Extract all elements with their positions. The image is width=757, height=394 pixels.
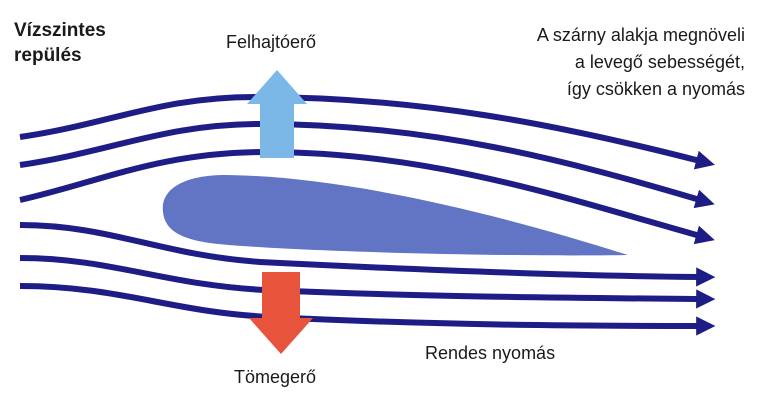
airfoil-shape [163, 175, 628, 255]
weight-label: Tömegerő [234, 367, 316, 388]
note-line-3: így csökken a nyomás [430, 76, 745, 103]
normal-pressure-label: Rendes nyomás [425, 343, 555, 364]
note-line-2: a levegő sebességét, [430, 49, 745, 76]
title-line-1: Vízszintes [14, 18, 106, 43]
lift-arrow-icon [247, 70, 307, 158]
title-line-2: repülés [14, 43, 106, 68]
note-line-1: A szárny alakja megnöveli [430, 22, 745, 49]
lift-label: Felhajtóerő [226, 32, 316, 53]
diagram-title: Vízszintes repülés [14, 18, 106, 68]
weight-arrow-icon [249, 272, 313, 354]
pressure-note: A szárny alakja megnöveli a levegő sebes… [430, 22, 745, 103]
